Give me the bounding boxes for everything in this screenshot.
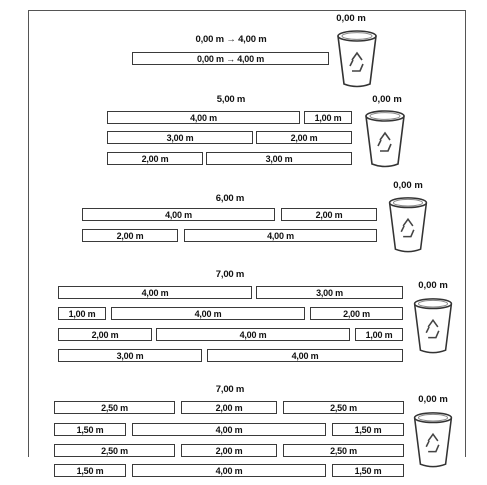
group-3-bin-label: 0,00 m [393, 180, 423, 191]
group-4-row-1-segment-2: 3,00 m [256, 286, 403, 299]
group-3-row-1-segment-2: 2,00 m [281, 208, 377, 221]
group-2-row-1-segment-1: 4,00 m [107, 111, 300, 124]
group-5-row-1-segment-1: 2,50 m [54, 401, 175, 414]
group-4-row-3-segment-3: 1,00 m [355, 328, 403, 341]
group-1-recycle-bin-icon [337, 30, 377, 88]
figure-frame [28, 10, 466, 457]
group-4-recycle-bin-icon [413, 298, 453, 354]
group-4-bin-label: 0,00 m [418, 280, 448, 291]
group-4-row-3-segment-1: 2,00 m [58, 328, 152, 341]
group-5-row-2-segment-3: 1,50 m [332, 423, 404, 436]
group-5-row-1-segment-2: 2,00 m [181, 401, 277, 414]
group-4-row-4-segment-1: 3,00 m [58, 349, 202, 362]
group-5-row-3-segment-1: 2,50 m [54, 444, 175, 457]
group-2-row-2-segment-2: 2,00 m [256, 131, 352, 144]
group-2-recycle-bin-icon [365, 110, 405, 168]
group-1-row-1-segment-1: 0,00 m → 4,00 m [132, 52, 329, 65]
group-4-row-3-segment-2: 4,00 m [156, 328, 350, 341]
group-4-row-1-segment-1: 4,00 m [58, 286, 252, 299]
group-2-row-3-segment-2: 3,00 m [206, 152, 352, 165]
group-3-row-2-segment-2: 4,00 m [184, 229, 377, 242]
group-4-row-2-segment-2: 4,00 m [111, 307, 305, 320]
group-2-row-1-segment-2: 1,00 m [304, 111, 352, 124]
group-1-title: 0,00 m → 4,00 m [195, 34, 267, 45]
group-3-recycle-bin-icon [388, 197, 428, 253]
group-5-row-3-segment-2: 2,00 m [181, 444, 277, 457]
group-2-bin-label: 0,00 m [372, 94, 402, 105]
group-3-row-2-segment-1: 2,00 m [82, 229, 178, 242]
group-5-row-4-segment-3: 1,50 m [332, 464, 404, 477]
group-5-title: 7,00 m [215, 384, 245, 395]
group-5-recycle-bin-icon [413, 412, 453, 468]
group-5-row-4-segment-1: 1,50 m [54, 464, 126, 477]
group-5-row-1-segment-3: 2,50 m [283, 401, 404, 414]
group-5-row-2-segment-2: 4,00 m [132, 423, 326, 436]
group-2-row-2-segment-1: 3,00 m [107, 131, 253, 144]
group-4-title: 7,00 m [215, 269, 245, 280]
group-4-row-2-segment-3: 2,00 m [310, 307, 403, 320]
group-2-title: 5,00 m [216, 94, 246, 105]
group-3-title: 6,00 m [215, 193, 245, 204]
group-5-bin-label: 0,00 m [418, 394, 448, 405]
group-5-row-2-segment-1: 1,50 m [54, 423, 126, 436]
group-4-row-4-segment-2: 4,00 m [207, 349, 403, 362]
group-3-row-1-segment-1: 4,00 m [82, 208, 275, 221]
group-4-row-2-segment-1: 1,00 m [58, 307, 106, 320]
group-5-row-3-segment-3: 2,50 m [283, 444, 404, 457]
group-1-bin-label: 0,00 m [336, 13, 366, 24]
group-2-row-3-segment-1: 2,00 m [107, 152, 203, 165]
group-5-row-4-segment-2: 4,00 m [132, 464, 326, 477]
